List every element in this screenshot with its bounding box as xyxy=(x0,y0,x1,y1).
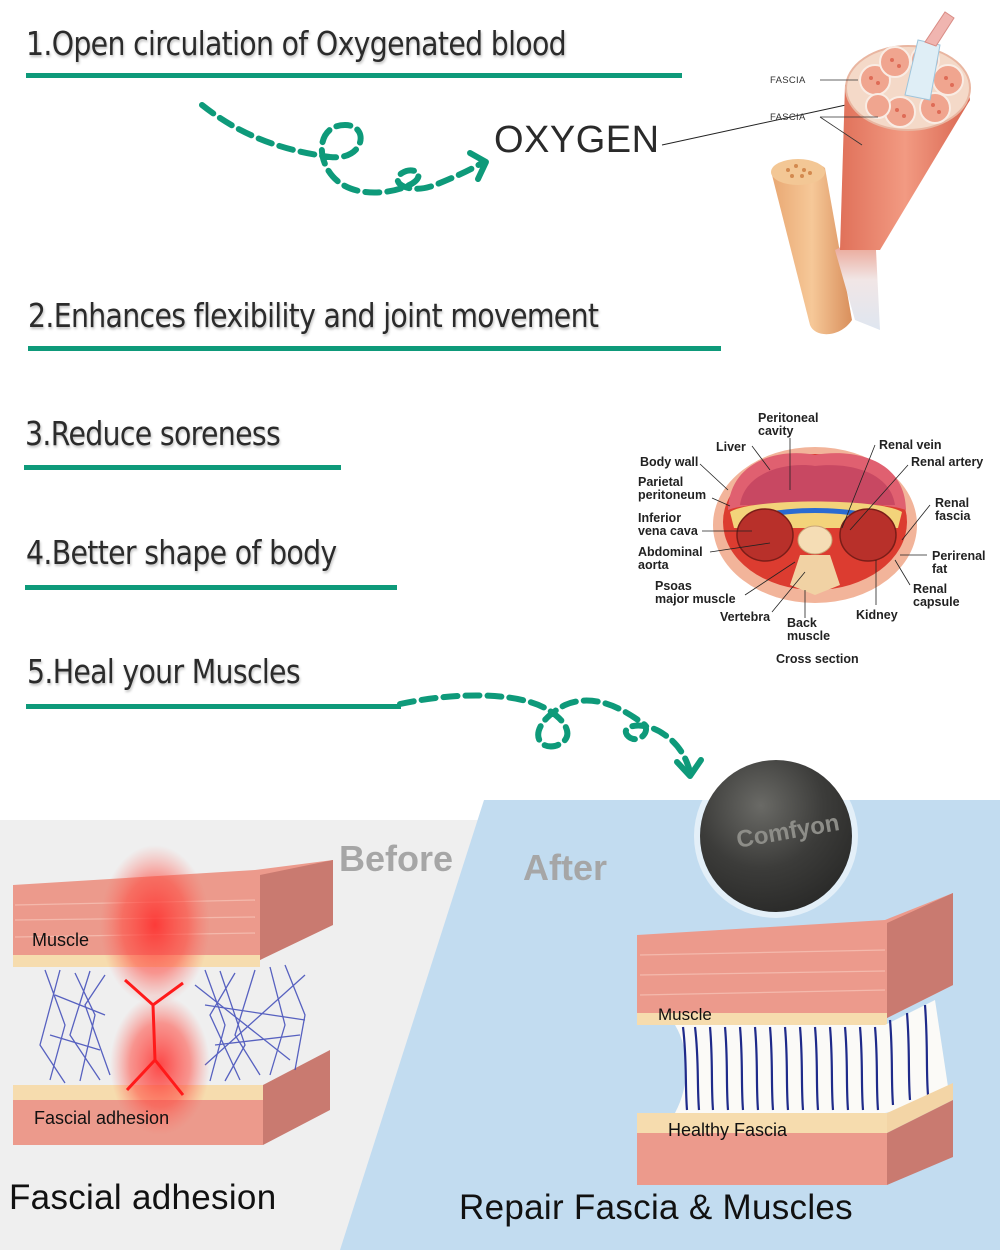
before-label: Before xyxy=(339,838,454,879)
ball-brand-label: Comfyon xyxy=(734,809,842,854)
benefit-2-underline xyxy=(28,346,721,351)
benefit-4-title: 4.Better shape of body xyxy=(26,533,337,572)
label-body-wall: Body wall xyxy=(640,455,699,469)
benefit-1-title: 1.Open circulation of Oxygenated blood xyxy=(26,24,567,63)
fascial-adhesion-illustration: Muscle Fascial adhesion xyxy=(5,845,335,1150)
cross-section-title: Cross section xyxy=(776,652,859,666)
before-muscle-label: Muscle xyxy=(32,930,90,950)
label-kidney: Kidney xyxy=(856,608,898,622)
dashed-loop-arrow-down-icon xyxy=(397,692,704,779)
after-caption: Repair Fascia & Muscles xyxy=(459,1188,853,1227)
label-inferior-vena-cava: Inferior vena cava xyxy=(638,511,698,538)
label-renal-vein: Renal vein xyxy=(879,438,942,452)
dashed-loop-arrow-icon xyxy=(199,102,489,196)
cross-section-illustration xyxy=(699,438,931,618)
benefit-3-underline xyxy=(24,465,341,470)
benefit-3-title: 3.Reduce soreness xyxy=(25,414,281,453)
label-liver: Liver xyxy=(716,440,746,454)
after-label: After xyxy=(523,847,608,888)
benefit-2-title: 2.Enhances flexibility and joint movemen… xyxy=(28,296,599,335)
after-fascia-label: Healthy Fascia xyxy=(668,1120,788,1140)
benefit-1-underline xyxy=(26,73,682,78)
label-psoas-major-muscle: Psoas major muscle xyxy=(655,579,736,606)
after-muscle-label: Muscle xyxy=(658,1005,712,1024)
oxygen-label: OXYGEN xyxy=(494,119,660,161)
label-parietal-peritoneum: Parietal peritoneum xyxy=(638,475,707,502)
fascia-label-outer: FASCIA xyxy=(770,75,806,86)
label-perirenal-fat: Perirenal fat xyxy=(932,549,986,576)
label-abdominal-aorta: Abdominal aorta xyxy=(638,545,703,572)
healthy-fascia-illustration: Muscle Healthy Fascia xyxy=(635,885,960,1190)
label-back-muscle: Back muscle xyxy=(787,616,831,643)
before-caption: Fascial adhesion xyxy=(9,1178,277,1217)
label-renal-artery: Renal artery xyxy=(911,455,984,469)
benefit-5-title: 5.Heal your Muscles xyxy=(27,652,301,691)
oxygen-pointer-line xyxy=(661,102,856,146)
label-renal-fascia: Renal fascia xyxy=(935,496,971,523)
muscle-fascicle-illustration xyxy=(771,11,971,335)
before-adhesion-label: Fascial adhesion xyxy=(34,1108,170,1128)
label-vertebra: Vertebra xyxy=(720,610,771,624)
benefit-5-underline xyxy=(26,704,401,709)
benefit-4-underline xyxy=(25,585,397,590)
fascia-label-inner: FASCIA xyxy=(770,112,806,123)
label-peritoneal-cavity: Peritoneal cavity xyxy=(758,411,819,438)
label-renal-capsule: Renal capsule xyxy=(913,582,960,609)
massage-ball: Comfyon xyxy=(700,760,852,912)
muscle-anatomy-diagram: FASCIA FASCIA xyxy=(740,0,1000,340)
abdominal-cross-section-diagram: Peritoneal cavity Liver Body wall Pariet… xyxy=(630,400,1000,670)
